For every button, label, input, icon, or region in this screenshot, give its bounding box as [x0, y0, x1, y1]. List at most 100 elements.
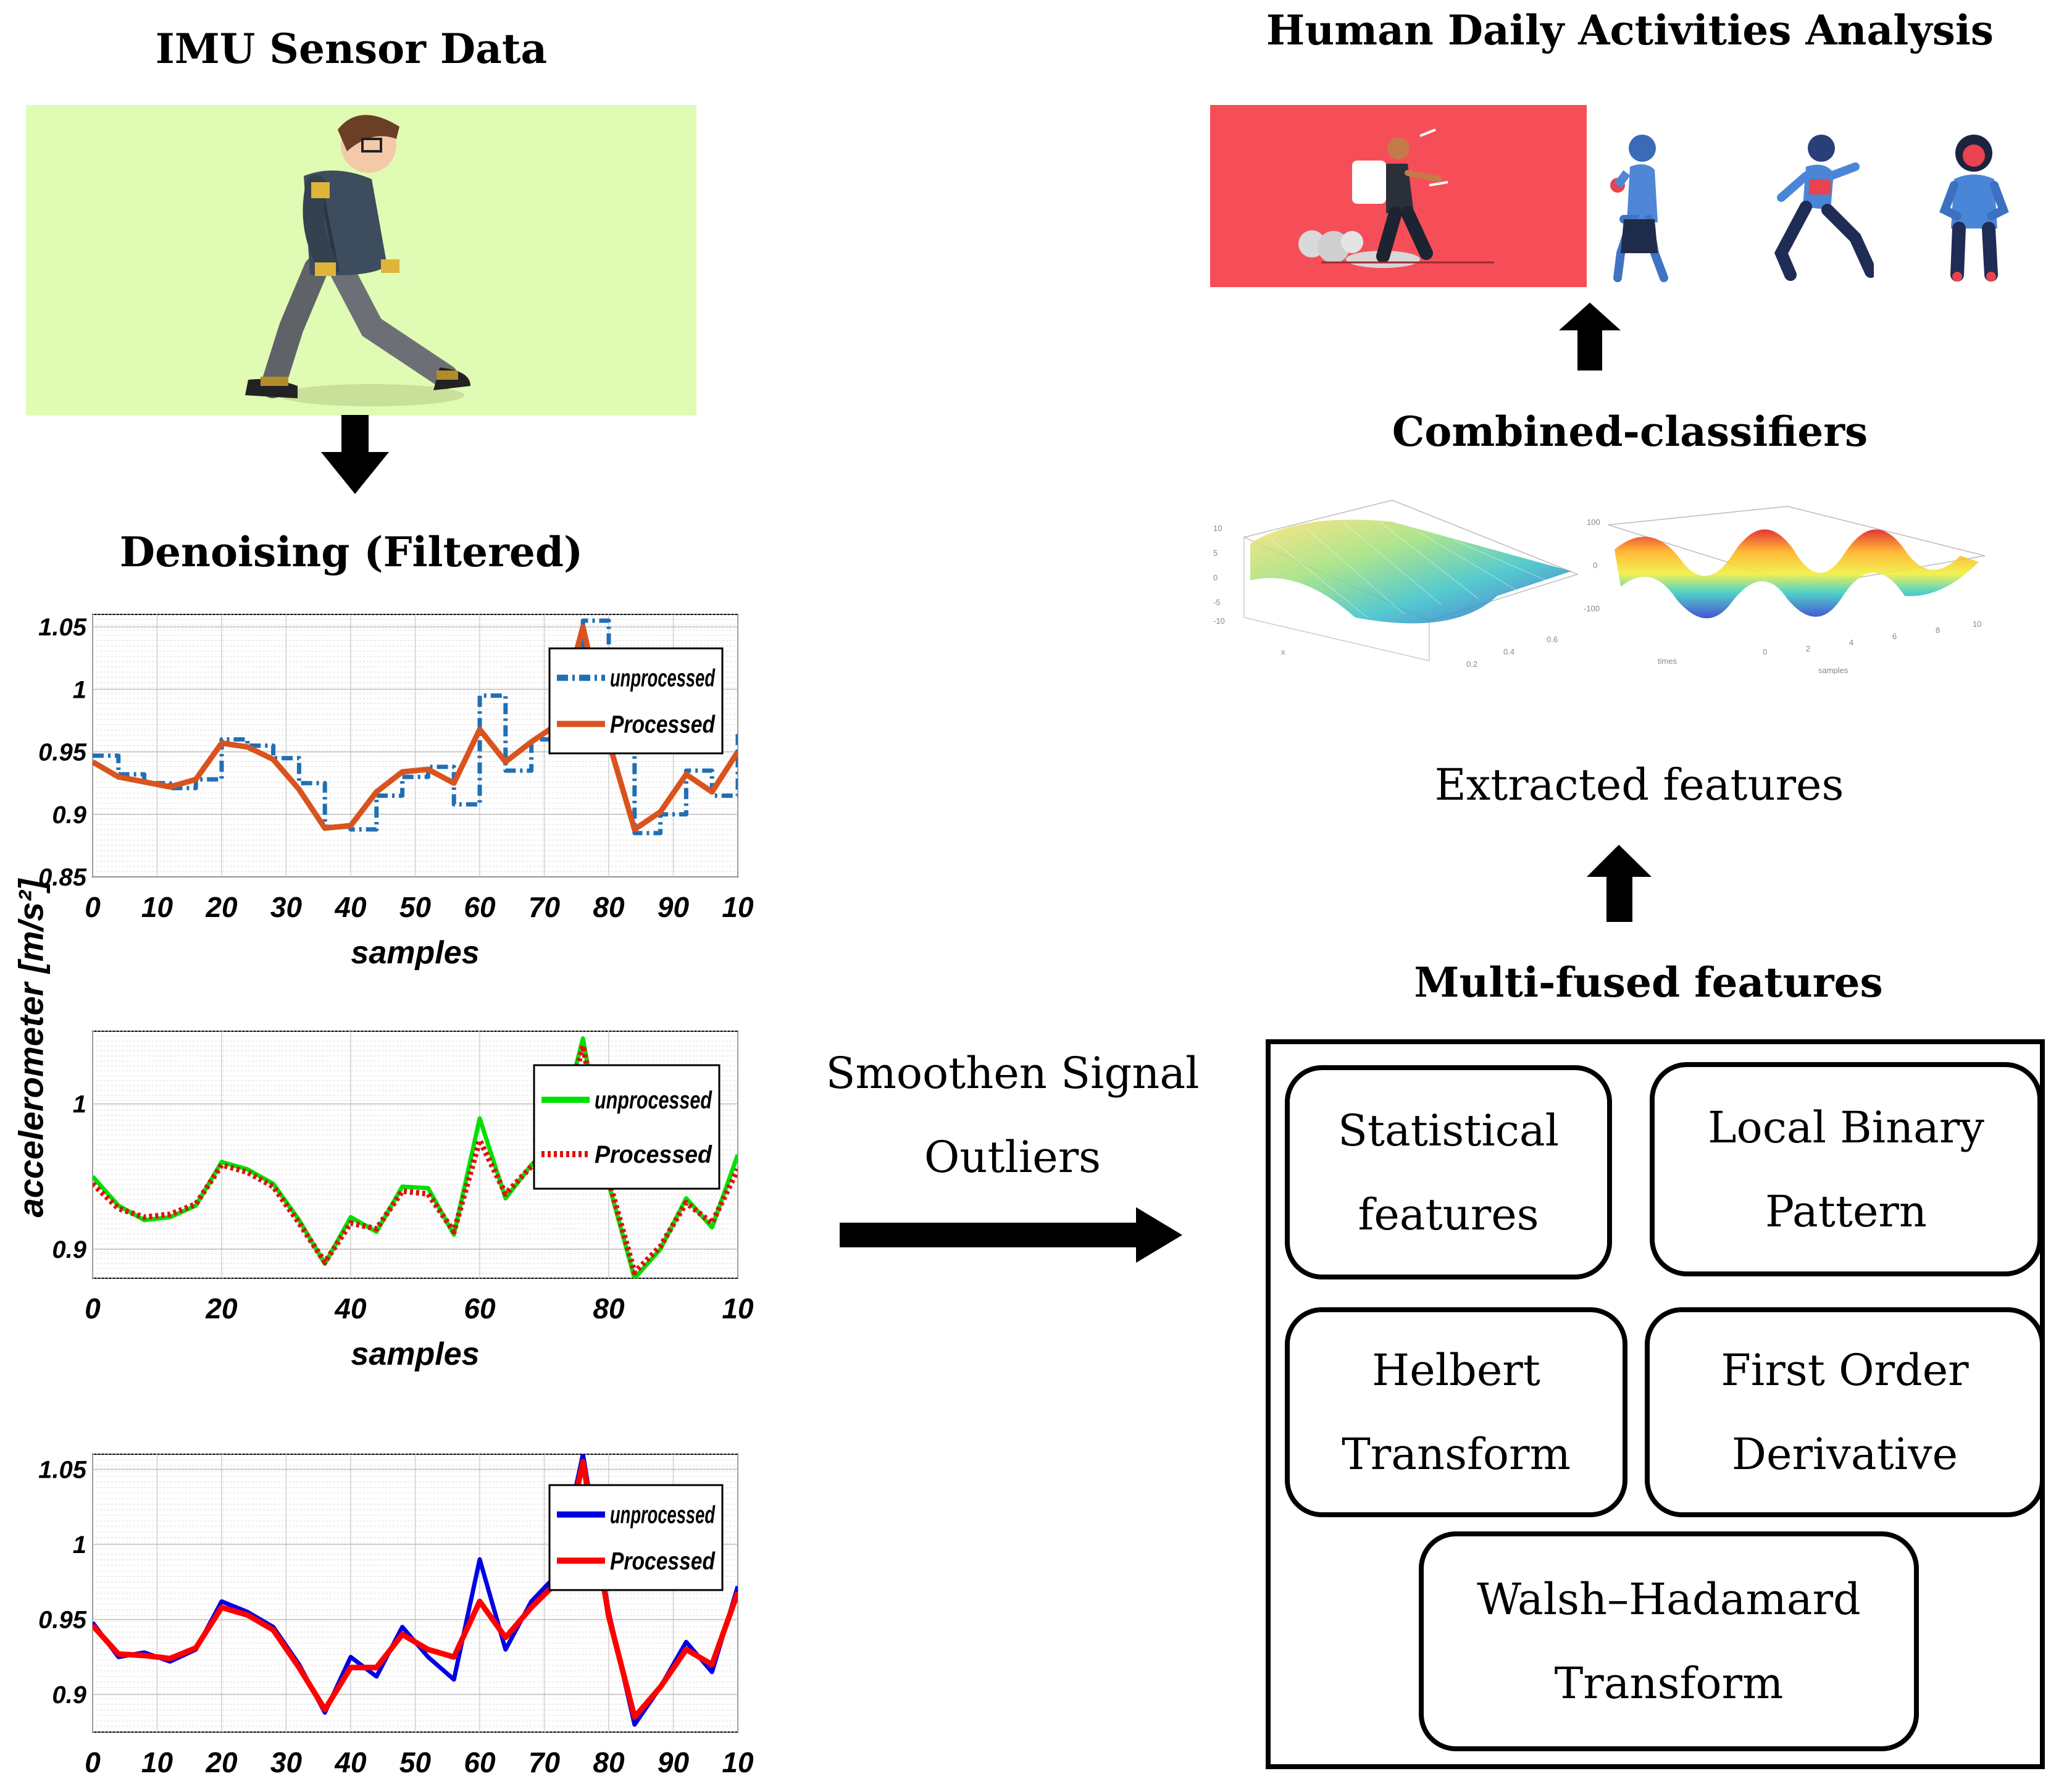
feature-line-2: features — [1358, 1189, 1539, 1240]
y-tick-label: 1.05 — [38, 1456, 87, 1483]
feature-line-1: Helbert — [1372, 1345, 1540, 1396]
x-tick-label: 60 — [464, 891, 496, 923]
y-tick-label: 0.95 — [38, 1607, 87, 1634]
legend-box — [548, 647, 724, 755]
x-tick-label: 10 — [141, 891, 173, 923]
down-arrow-icon — [321, 415, 389, 494]
delivery-runner-illustration — [1210, 105, 1587, 287]
x-tick-label: 10 — [722, 891, 753, 923]
svg-text:2: 2 — [1806, 644, 1810, 653]
y-tick-label: 1 — [73, 1091, 86, 1118]
svg-text:0.4: 0.4 — [1503, 647, 1514, 656]
svg-text:6: 6 — [1892, 632, 1897, 641]
legend-label: Processed — [595, 1141, 712, 1168]
svg-text:4: 4 — [1849, 638, 1853, 647]
y-tick-label: 1 — [73, 676, 86, 703]
svg-text:0: 0 — [1593, 561, 1597, 570]
y-tick-label: 0.85 — [38, 864, 87, 891]
x-axis-label: samples — [351, 1336, 479, 1372]
series-line-processed — [93, 1459, 738, 1720]
x-tick-label: 70 — [528, 891, 561, 923]
x-tick-label: 40 — [334, 1746, 367, 1778]
svg-text:-100: -100 — [1584, 604, 1600, 613]
x-tick-label: 90 — [658, 1746, 690, 1778]
svg-text:times: times — [1658, 656, 1677, 666]
x-tick-label: 0 — [85, 891, 101, 923]
svg-text:0: 0 — [1763, 647, 1767, 656]
multi-fused-features-title: Multi-fused features — [1414, 958, 1883, 1007]
svg-text:0.6: 0.6 — [1547, 635, 1558, 644]
svg-text:samples: samples — [1818, 666, 1849, 675]
x-tick-label: 50 — [399, 1746, 432, 1778]
feature-line-1: Statistical — [1337, 1105, 1560, 1156]
x-tick-label: 30 — [270, 1746, 303, 1778]
wave-surface-plot-icon: 100 0 -100 times samples 0 2 4 6 8 10 — [1584, 506, 1986, 675]
denoising-title: Denoising (Filtered) — [119, 528, 583, 576]
x-tick-label: 90 — [658, 891, 690, 923]
activity-illustration-panel — [1210, 105, 2013, 290]
up-arrow-icon-bottom — [1587, 845, 1652, 922]
series-line-processed — [93, 624, 738, 832]
combined-classifiers-title: Combined-classifiers — [1392, 408, 1868, 456]
svg-text:8: 8 — [1936, 626, 1940, 635]
x-tick-label: 50 — [399, 891, 432, 923]
x-tick-label: 20 — [205, 1746, 238, 1778]
x-tick-label: 20 — [205, 891, 238, 923]
feature-line-1: Walsh–Hadamard — [1477, 1574, 1861, 1625]
x-tick-label: 10 — [722, 1292, 753, 1325]
svg-text:-5: -5 — [1213, 598, 1221, 607]
svg-text:10: 10 — [1973, 619, 1981, 629]
feature-box-walsh-hadamard: Walsh–Hadamard Transform — [1419, 1531, 1919, 1751]
smoothen-line-1: Smoothen Signal — [825, 1048, 1200, 1099]
svg-text:10: 10 — [1213, 524, 1222, 533]
feature-line-2: Transform — [1342, 1429, 1571, 1480]
feature-line-2: Derivative — [1731, 1429, 1958, 1480]
imu-illustration-panel — [26, 105, 696, 416]
feature-box-local-binary: Local Binary Pattern — [1650, 1062, 2042, 1276]
svg-text:0: 0 — [1213, 573, 1218, 582]
legend-box — [533, 1064, 721, 1190]
svg-text:5: 5 — [1213, 548, 1218, 558]
x-tick-label: 0 — [85, 1292, 101, 1325]
y-tick-label: 1.05 — [38, 614, 87, 641]
y-tick-label: 1 — [73, 1531, 86, 1559]
legend-label: unprocessed — [595, 1087, 712, 1114]
woman-running-icon — [1774, 135, 1874, 281]
x-tick-label: 30 — [270, 891, 303, 923]
y-tick-label: 0.9 — [52, 802, 86, 829]
svg-text:-10: -10 — [1213, 616, 1225, 626]
right-arrow-icon — [840, 1207, 1182, 1263]
human-activities-title: Human Daily Activities Analysis — [1266, 6, 1994, 54]
feature-box-helbert: Helbert Transform — [1285, 1307, 1627, 1517]
x-tick-label: 10 — [141, 1746, 173, 1778]
y-tick-label: 0.95 — [38, 739, 87, 766]
x-axis-label: samples — [351, 935, 479, 971]
x-tick-label: 10 — [722, 1746, 753, 1778]
x-tick-label: 60 — [464, 1292, 496, 1325]
feature-line-2: Transform — [1554, 1658, 1784, 1709]
feature-line-1: Local Binary — [1708, 1102, 1984, 1153]
legend-box — [548, 1484, 724, 1591]
feature-line-1: First Order — [1721, 1345, 1969, 1396]
x-tick-label: 80 — [593, 1746, 625, 1778]
legend-label: Processed — [610, 1547, 716, 1575]
series-line-processed — [93, 1043, 738, 1276]
x-tick-label: 20 — [205, 1292, 238, 1325]
legend-label: Processed — [610, 711, 716, 738]
woman-boxing-icon — [1610, 135, 1668, 282]
smoothen-signal-label: Smoothen Signal Outliers — [815, 1031, 1210, 1199]
imu-sensor-title: IMU Sensor Data — [155, 25, 548, 73]
up-arrow-icon-top — [1559, 303, 1621, 371]
x-tick-label: 0 — [85, 1746, 101, 1778]
woman-standing-icon — [1939, 135, 2009, 282]
y-tick-label: 0.9 — [52, 1681, 86, 1709]
legend-label: unprocessed — [610, 665, 716, 692]
svg-text:100: 100 — [1587, 517, 1600, 527]
svg-text:0.2: 0.2 — [1466, 659, 1477, 669]
smoothen-line-2: Outliers — [924, 1132, 1101, 1183]
extracted-features-label: Extracted features — [1434, 760, 1844, 810]
